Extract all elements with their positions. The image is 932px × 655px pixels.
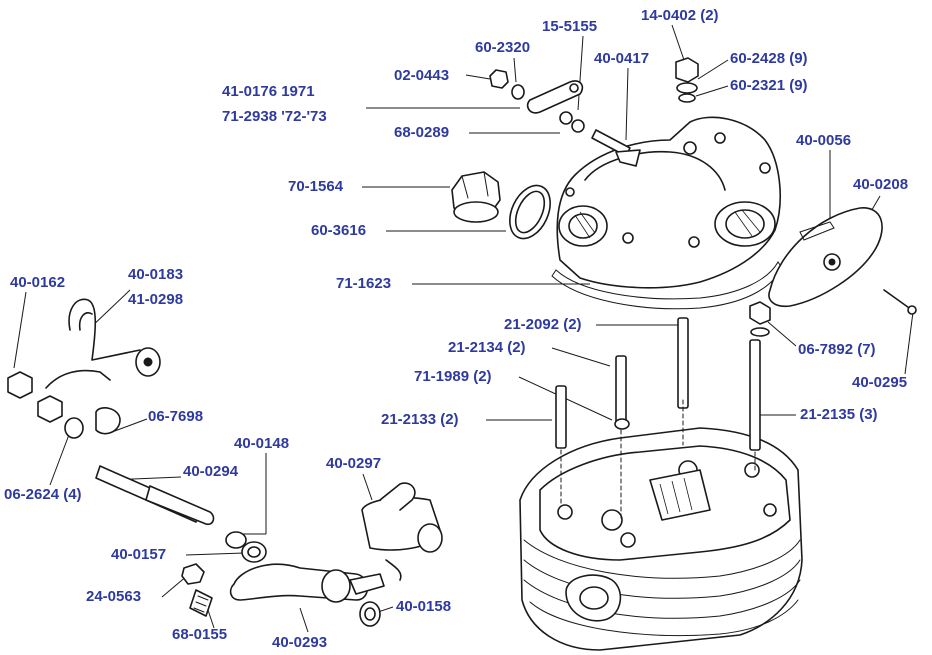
part-label-60-2320[interactable]: 60-2320 [475,39,531,56]
part-label-41-0298[interactable]: 41-0298 [128,291,184,308]
part-label-06-2624[interactable]: 06-2624 (4) [4,486,82,503]
rocker-spindle-assembly [95,407,267,617]
oil-filler-cap [451,171,501,223]
part-label-60-3616[interactable]: 60-3616 [311,222,367,239]
part-label-40-0162[interactable]: 40-0162 [10,274,66,291]
part-label-41-0176[interactable]: 41-0176 1971 [222,83,315,100]
part-label-24-0563[interactable]: 24-0563 [86,588,142,605]
part-label-21-2133[interactable]: 21-2133 (2) [381,411,459,428]
part-label-70-1564[interactable]: 70-1564 [288,178,344,195]
part-label-21-2092[interactable]: 21-2092 (2) [504,316,582,333]
part-label-40-0056[interactable]: 40-0056 [796,132,852,149]
part-label-40-0297[interactable]: 40-0297 [326,455,382,472]
part-label-06-7892[interactable]: 06-7892 (7) [798,341,876,358]
cylinder-studs [555,289,917,521]
part-label-40-0208[interactable]: 40-0208 [853,176,909,193]
rocker-box-cover [556,116,781,289]
part-label-60-2321[interactable]: 60-2321 (9) [730,77,808,94]
part-label-21-2135[interactable]: 21-2135 (3) [800,406,878,423]
part-label-02-0443[interactable]: 02-0443 [394,67,450,84]
part-label-71-2938[interactable]: 71-2938 '72-'73 [222,108,327,125]
part-label-71-1623[interactable]: 71-1623 [336,275,392,292]
oil-feed-pipe [7,298,161,439]
cylinder-head [519,427,803,651]
part-label-15-5155[interactable]: 15-5155 [542,18,598,35]
part-label-40-0295[interactable]: 40-0295 [852,374,908,391]
part-label-40-0294[interactable]: 40-0294 [183,463,239,480]
rocker-arms [229,482,443,627]
part-label-06-7698[interactable]: 06-7698 [148,408,204,425]
part-label-40-0417[interactable]: 40-0417 [594,50,650,67]
part-label-60-2428[interactable]: 60-2428 (9) [730,50,808,67]
top-hardware [489,57,699,167]
part-label-40-0293[interactable]: 40-0293 [272,634,328,651]
part-label-40-0158[interactable]: 40-0158 [396,598,452,615]
part-label-40-0157[interactable]: 40-0157 [111,546,167,563]
part-label-21-2134[interactable]: 21-2134 (2) [448,339,526,356]
part-label-40-0148[interactable]: 40-0148 [234,435,290,452]
side-cover-plate [768,207,883,308]
part-label-68-0155[interactable]: 68-0155 [172,626,228,643]
part-label-14-0402[interactable]: 14-0402 (2) [641,7,719,24]
leader-lines [13,24,914,633]
part-label-71-1989[interactable]: 71-1989 (2) [414,368,492,385]
part-label-68-0289[interactable]: 68-0289 [394,124,450,141]
part-label-40-0183[interactable]: 40-0183 [128,266,184,283]
